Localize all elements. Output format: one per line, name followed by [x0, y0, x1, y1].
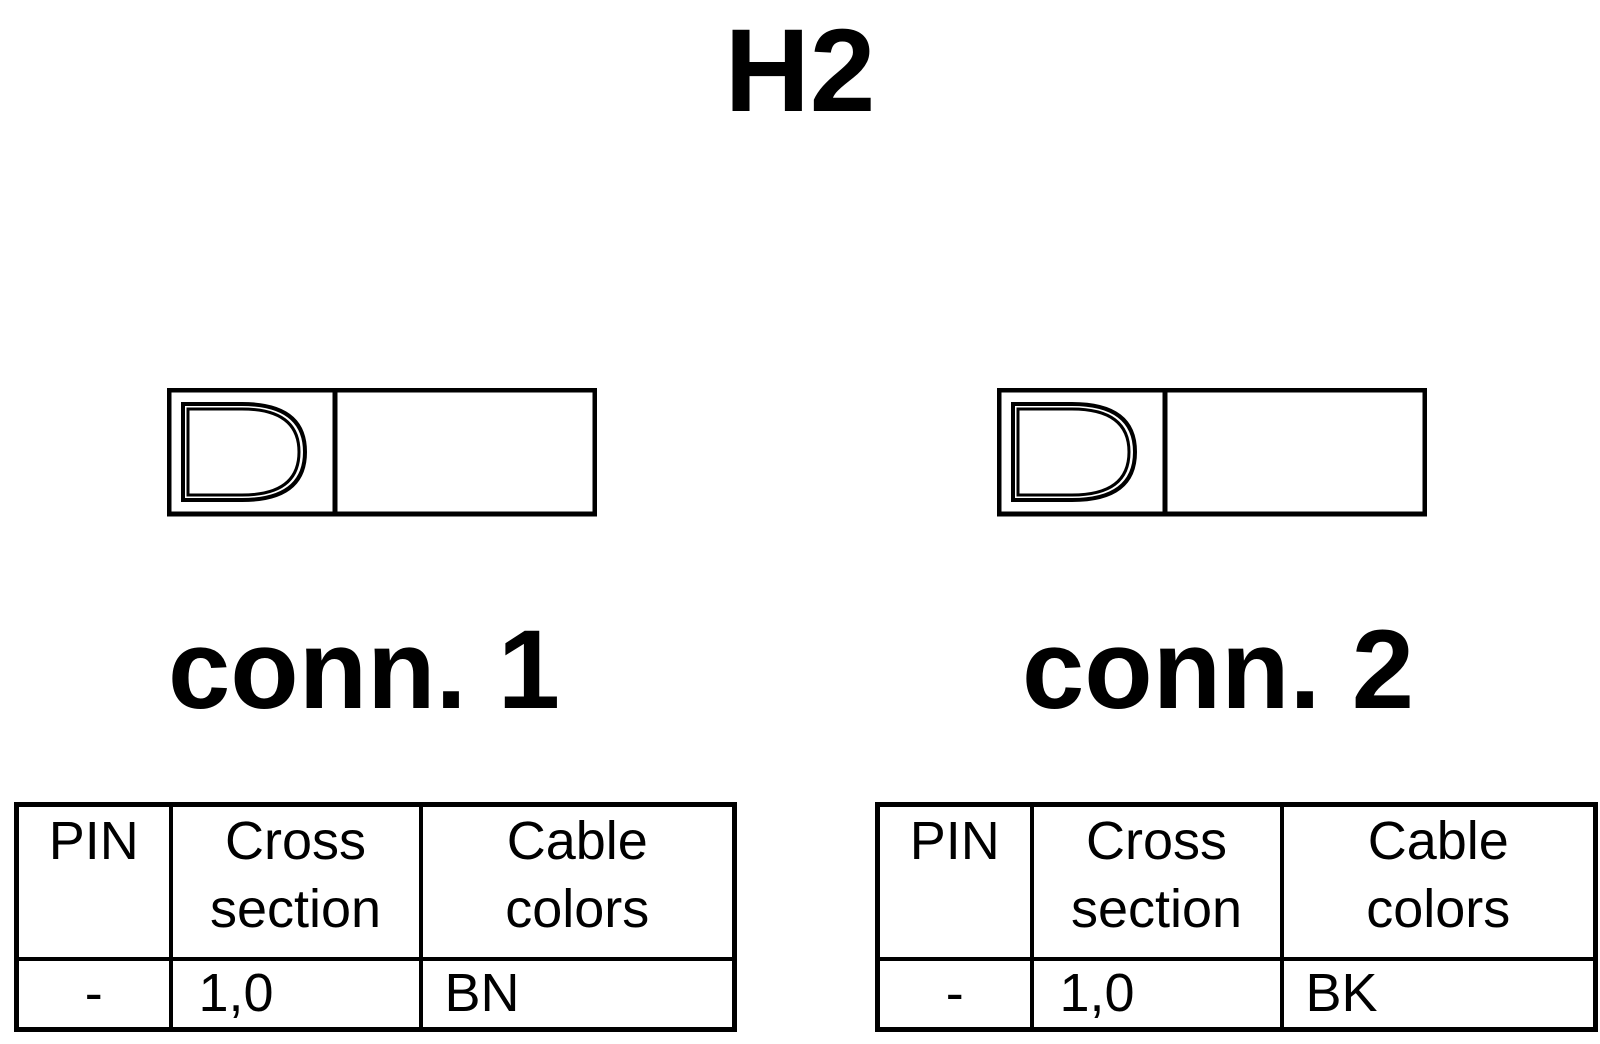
cable-color-value: BN — [418, 957, 737, 1032]
cross-section-header: Cross section — [168, 802, 423, 961]
pin-value: - — [14, 957, 173, 1032]
pin-header: PIN — [14, 802, 173, 961]
cross-section-value: 1,0 — [1029, 957, 1284, 1032]
connector-1-symbol — [167, 388, 597, 517]
pin-header: PIN — [875, 802, 1034, 961]
table-row: - 1,0 BK — [875, 957, 1598, 1032]
cable-color-value: BK — [1279, 957, 1598, 1032]
cable-colors-header: Cable colors — [1279, 802, 1598, 961]
connector-1-pin-table: PIN Cross section Cable colors - 1,0 BN — [14, 802, 737, 1032]
table-header-row: PIN Cross section Cable colors — [14, 802, 737, 961]
connector-2-label: conn. 2 — [1022, 607, 1415, 732]
diagram-title: H2 — [724, 5, 876, 137]
connector-1-label: conn. 1 — [168, 607, 561, 732]
table-row: - 1,0 BN — [14, 957, 737, 1032]
table-header-row: PIN Cross section Cable colors — [875, 802, 1598, 961]
cross-section-header: Cross section — [1029, 802, 1284, 961]
pin-value: - — [875, 957, 1034, 1032]
cable-colors-header: Cable colors — [418, 802, 737, 961]
connector-2-pin-table: PIN Cross section Cable colors - 1,0 BK — [875, 802, 1598, 1032]
connector-2-symbol — [997, 388, 1427, 517]
cross-section-value: 1,0 — [168, 957, 423, 1032]
